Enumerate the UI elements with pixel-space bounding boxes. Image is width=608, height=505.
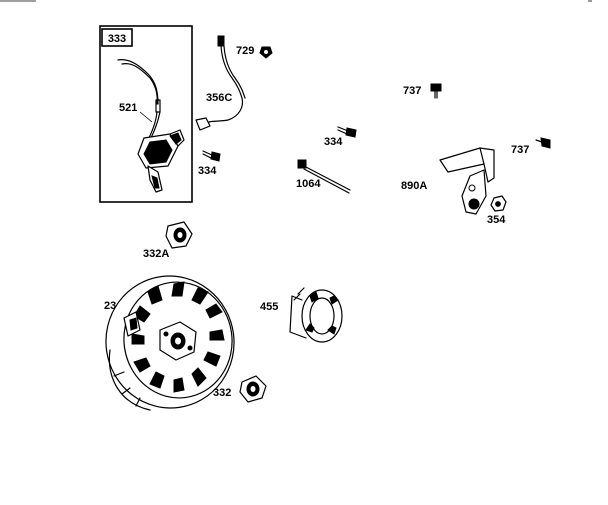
part-label-334-box: 334 bbox=[198, 165, 217, 177]
part-label-354: 354 bbox=[487, 214, 506, 226]
part-label-332a: 332A bbox=[143, 248, 169, 260]
ignition-armature-icon bbox=[117, 59, 185, 193]
part-label-737-right: 737 bbox=[511, 144, 529, 156]
ground-wire-icon bbox=[195, 35, 273, 131]
part-label-521: 521 bbox=[119, 102, 137, 114]
leader-521 bbox=[139, 111, 153, 123]
screw-icon bbox=[535, 137, 551, 149]
screw-icon bbox=[202, 150, 221, 162]
kit-box-label: 333 bbox=[108, 33, 126, 45]
part-label-356c: 356C bbox=[206, 92, 232, 104]
screw-icon bbox=[430, 83, 442, 99]
nut-icon bbox=[239, 375, 267, 403]
flywheel-icon bbox=[105, 275, 235, 411]
nut-icon bbox=[490, 195, 507, 212]
part-label-332: 332 bbox=[213, 387, 231, 399]
screw-icon bbox=[337, 126, 357, 138]
starter-cup-icon bbox=[289, 287, 343, 343]
part-label-729: 729 bbox=[236, 45, 254, 57]
part-label-334-mid: 334 bbox=[324, 136, 343, 148]
part-label-1064: 1064 bbox=[296, 178, 321, 190]
kit-box: 333 bbox=[99, 25, 193, 203]
tie-strap-icon bbox=[297, 159, 351, 194]
part-label-890a: 890A bbox=[401, 180, 427, 192]
nut-icon bbox=[165, 221, 193, 249]
bracket-icon bbox=[439, 147, 495, 215]
part-label-23: 23 bbox=[104, 300, 116, 312]
part-label-737-top: 737 bbox=[403, 85, 421, 97]
part-label-455: 455 bbox=[260, 301, 278, 313]
